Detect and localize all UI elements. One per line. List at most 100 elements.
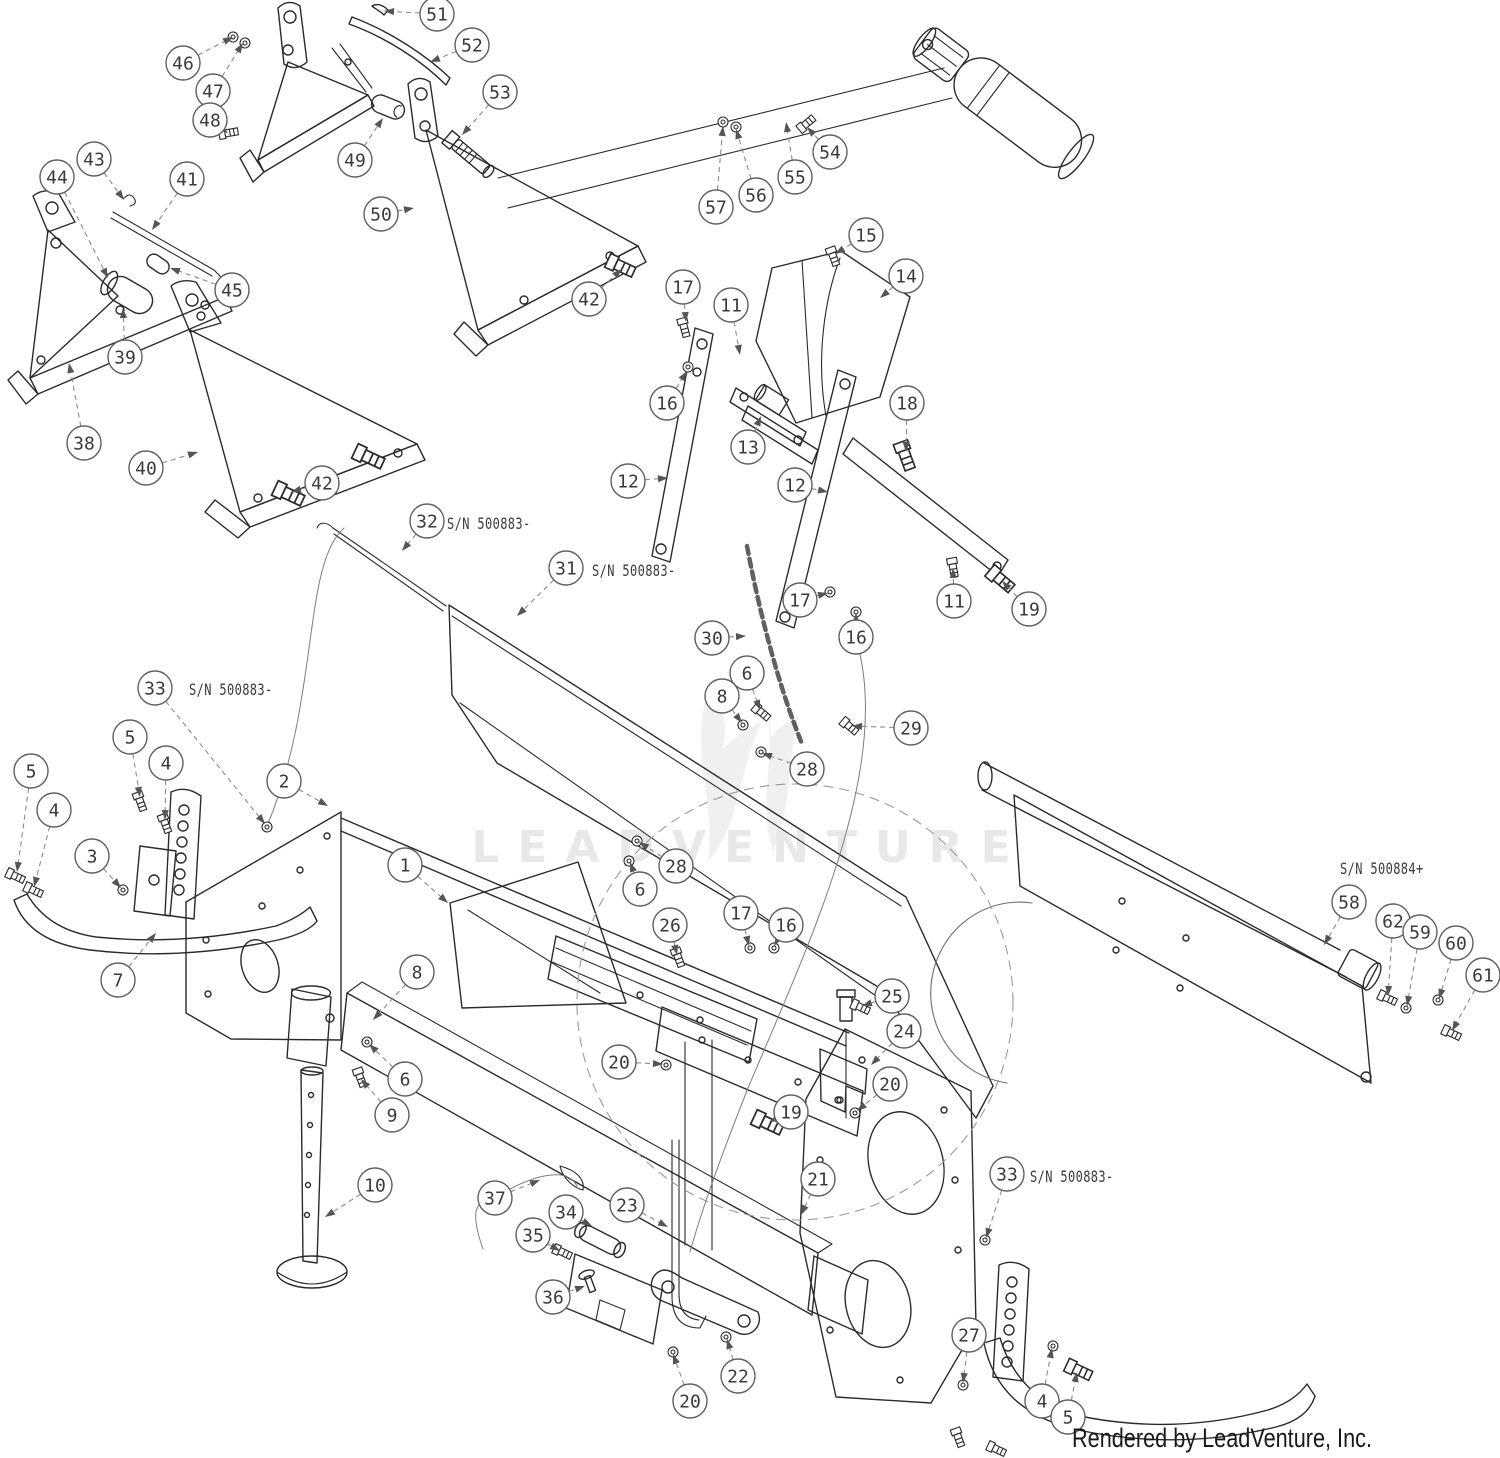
bolt-icon (131, 790, 148, 813)
arrowhead-icon (862, 999, 873, 1007)
leader-7 (128, 933, 156, 968)
leader-5 (1070, 1372, 1079, 1401)
callout-8: 8 (399, 954, 435, 990)
detail-loop (576, 783, 1014, 1221)
leader-49 (363, 118, 383, 147)
leader-35 (547, 1242, 560, 1251)
serial-number-label: S/N 500884+ (1340, 859, 1424, 878)
callout-number: 2 (279, 772, 290, 793)
watermark: LEADVENTURE (471, 693, 1011, 873)
callout-29: 29 (893, 710, 929, 746)
arrowhead-icon (1385, 985, 1393, 996)
callout-7: 7 (100, 962, 136, 998)
callout-5: 5 (13, 753, 49, 789)
callout-balloons: 4647485152534950444341453938404242545556… (13, 0, 1500, 1435)
leader-61 (1452, 989, 1476, 1031)
leader-56 (735, 129, 752, 179)
bolt-icon (669, 946, 686, 969)
callout-number: 20 (608, 1053, 630, 1074)
arrowhead-icon (517, 606, 527, 616)
arrowhead-icon (762, 752, 773, 760)
arrowhead-icon (657, 475, 668, 483)
callout-number: 33 (996, 1165, 1018, 1186)
callout-10: 10 (357, 1167, 393, 1203)
callout-43: 43 (76, 141, 112, 177)
serial-number-label: S/N 500883- (1030, 1167, 1114, 1186)
callout-41: 41 (169, 161, 205, 197)
callout-19: 19 (1011, 591, 1047, 627)
leader-curve (689, 641, 866, 1253)
callout-42: 42 (571, 281, 607, 317)
callout-9: 9 (374, 1097, 410, 1133)
arrowhead-icon (1071, 1372, 1079, 1383)
watermark-flame-icon (701, 693, 762, 862)
leader-62 (1385, 937, 1393, 996)
arrowhead-icon (291, 485, 302, 493)
callout-number: 25 (881, 987, 903, 1008)
callout-28: 28 (789, 751, 825, 787)
callout-number: 18 (896, 394, 918, 415)
callout-19: 19 (773, 1094, 809, 1130)
callout-51: 51 (419, 0, 455, 32)
callout-57: 57 (698, 189, 734, 225)
callout-number: 7 (113, 971, 124, 992)
callout-11: 11 (713, 287, 749, 323)
part-rod-32 (316, 522, 447, 612)
leader-24 (871, 1042, 893, 1065)
arrowhead-icon (161, 809, 169, 820)
part-clip-43 (123, 194, 136, 207)
arrowhead-icon (671, 944, 679, 955)
callout-6: 6 (387, 1061, 423, 1097)
callout-number: 4 (49, 801, 60, 822)
leader-20 (673, 1354, 685, 1386)
nut-icon (755, 746, 767, 758)
callout-number: 32 (416, 512, 438, 533)
leader-26 (671, 941, 679, 955)
bolt-icon (156, 812, 173, 835)
part-bracket-48 (239, 1, 375, 183)
bolt-icon (270, 479, 307, 508)
callout-number: 16 (656, 394, 678, 415)
arrowhead-icon (612, 269, 622, 279)
leader-39 (119, 308, 128, 341)
leader-55 (784, 122, 793, 161)
part-arm-12-left (651, 327, 714, 563)
callout-number: 33 (144, 679, 166, 700)
callout-60: 60 (1438, 925, 1474, 961)
part-hook-37 (559, 1165, 584, 1191)
callout-number: 1 (400, 856, 411, 877)
leader-12 (644, 475, 668, 483)
leader-51 (384, 7, 421, 16)
arrowhead-icon (384, 7, 395, 16)
bolt-icon (21, 880, 45, 899)
callout-number: 15 (855, 226, 877, 247)
callout-18: 18 (889, 385, 925, 421)
leader-45 (170, 267, 217, 285)
callout-number: 46 (172, 54, 194, 75)
callout-40: 40 (128, 450, 164, 486)
callout-61: 61 (1465, 957, 1500, 993)
leader-53 (462, 104, 490, 135)
part-jack-10 (276, 985, 348, 1289)
callout-55: 55 (777, 159, 813, 195)
callout-4: 4 (1024, 1383, 1060, 1419)
callout-number: 19 (1018, 600, 1040, 621)
callout-34: 34 (548, 1194, 584, 1230)
arrowhead-icon (402, 541, 412, 551)
leader-32 (402, 533, 417, 551)
part-bolt-53 (441, 129, 495, 179)
nut-icon (361, 1036, 373, 1048)
callout-number: 55 (784, 168, 806, 189)
arrowhead-icon (852, 722, 863, 730)
callout-leaders (14, 7, 1476, 1401)
leader-1 (417, 875, 448, 903)
serial-number-label: S/N 500883- (592, 561, 676, 580)
arrowhead-icon (743, 935, 751, 946)
callout-number: 44 (46, 168, 68, 189)
callout-16: 16 (649, 385, 685, 421)
nut-icon (682, 361, 694, 373)
callout-number: 20 (679, 1392, 701, 1413)
leader-6 (752, 688, 761, 710)
callout-1: 1 (387, 847, 423, 883)
callout-number: 52 (461, 36, 483, 57)
